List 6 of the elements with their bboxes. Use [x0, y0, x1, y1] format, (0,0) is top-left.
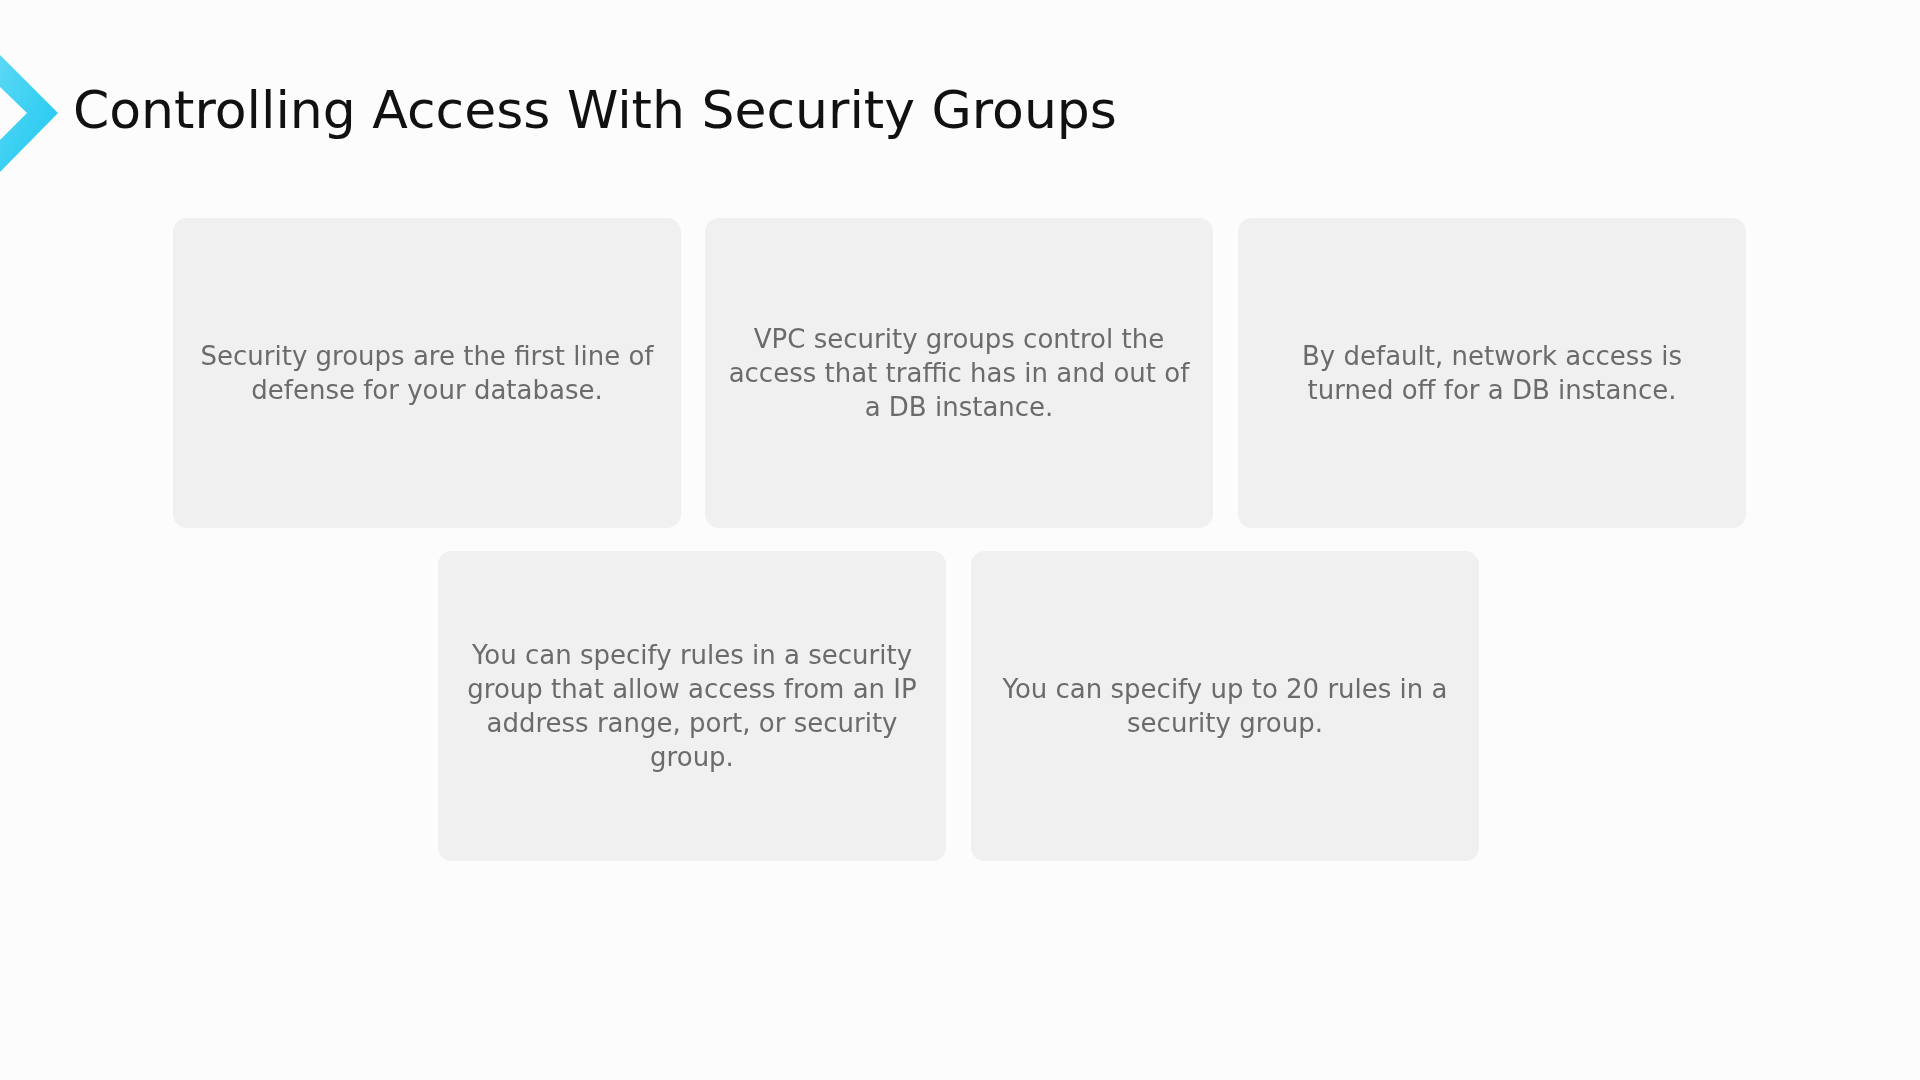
- card-text: You can specify rules in a security group that allow access from an IP address range, port, or security group.: [466, 639, 918, 774]
- card-text: You can specify up to 20 rules in a security group.: [1001, 673, 1449, 740]
- card-text: By default, network access is turned off for a DB instance.: [1301, 340, 1683, 407]
- card-text: Security groups are the first line of defense for your database.: [199, 340, 655, 407]
- card-text: VPC security groups control the access that traffic has in and out of a DB instance.: [727, 323, 1191, 424]
- slide-title: Controlling Access With Security Groups: [73, 80, 1117, 140]
